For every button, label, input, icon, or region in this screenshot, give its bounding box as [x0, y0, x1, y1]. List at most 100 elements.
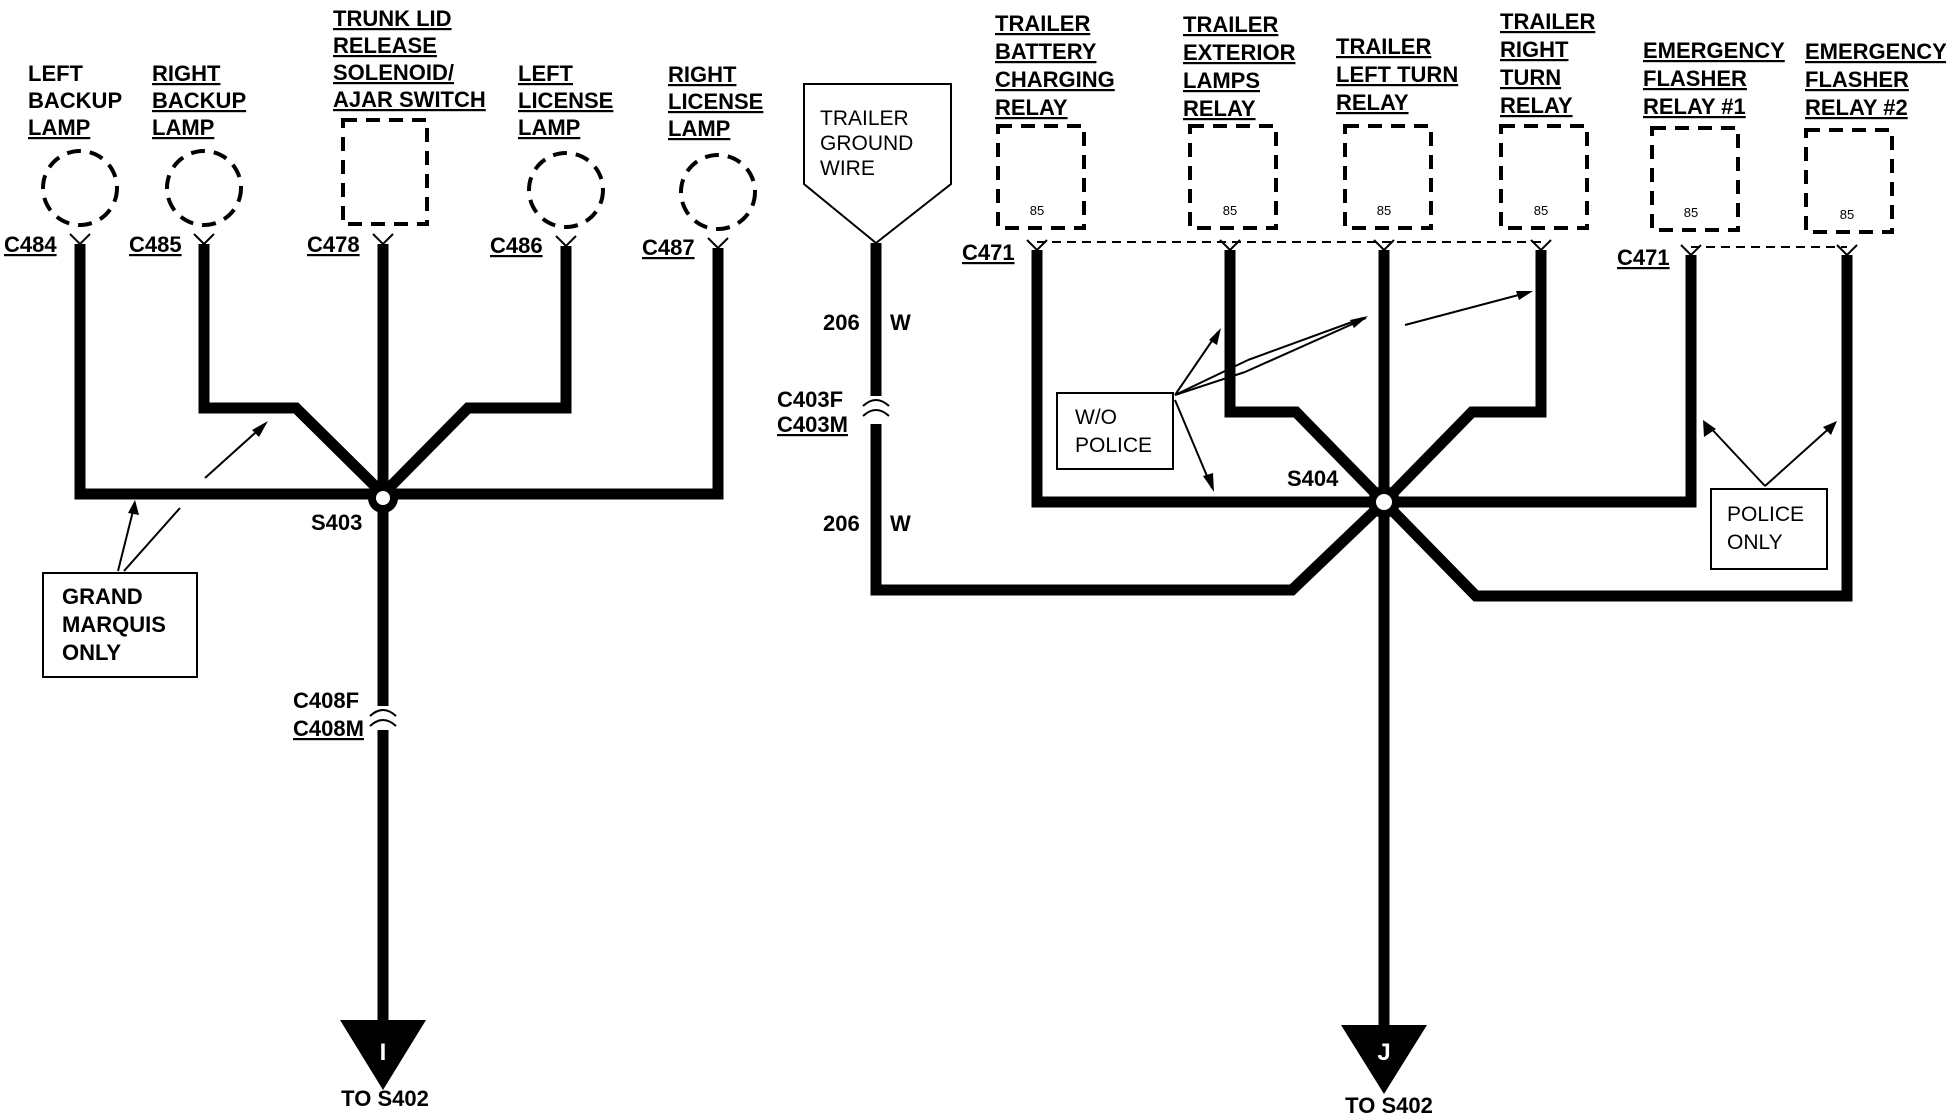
relay-label-line: LAMPS: [1183, 68, 1260, 93]
relay-symbol: [1804, 128, 1894, 234]
relay-symbol: [996, 124, 1086, 230]
note-line: POLICE: [1075, 434, 1152, 457]
wire-206-upper-label: 206 W: [823, 310, 911, 335]
relay-label-line: RELAY: [1183, 96, 1256, 121]
left-wires: [74, 244, 724, 1030]
component-label-line: BACKUP: [152, 88, 246, 113]
relay-label-line: BATTERY: [995, 39, 1097, 64]
component-label-line: RELEASE: [333, 33, 437, 58]
destination-label: TO S402: [1345, 1093, 1433, 1118]
connector-label: C487: [642, 235, 695, 260]
note-line: MARQUIS: [62, 612, 166, 637]
lamp-symbol: [165, 149, 243, 227]
note-line: GRAND: [62, 584, 143, 609]
police-only-note: POLICE ONLY: [1703, 420, 1837, 570]
component-label-line: LICENSE: [668, 89, 763, 114]
relay-pin: 85: [1377, 203, 1391, 218]
relay-symbol: [1499, 124, 1589, 230]
relay-label-line: RELAY #1: [1643, 94, 1746, 119]
inline-connector-c408: C408F C408M: [293, 688, 397, 741]
component-label-line: LEFT: [518, 61, 574, 86]
relay-label-line: TRAILER: [1336, 34, 1431, 59]
relay-label-line: RELAY: [1500, 93, 1573, 118]
relay-pin: 85: [1223, 203, 1237, 218]
relay-label-line: RELAY: [995, 95, 1068, 120]
connector-label: C484: [4, 232, 57, 257]
wire-color: W: [890, 511, 911, 536]
connector-label: C408F: [293, 688, 359, 713]
note-line: ONLY: [1727, 531, 1783, 554]
note-line: ONLY: [62, 640, 121, 665]
relay-label-line: EXTERIOR: [1183, 40, 1296, 65]
component-label-line: LICENSE: [518, 88, 613, 113]
relay-label-line: TRAILER: [1500, 9, 1595, 34]
connector-label: C403M: [777, 412, 848, 437]
circuit-number: 206: [823, 511, 860, 536]
component-label-line: BACKUP: [28, 88, 122, 113]
arrow-letter: J: [1377, 1039, 1390, 1066]
ground-arrow-j: J TO S402: [1341, 1025, 1433, 1118]
relay-label-line: EMERGENCY: [1643, 38, 1785, 63]
note-line: POLICE: [1727, 503, 1804, 526]
relay-label-line: TRAILER: [995, 11, 1090, 36]
splice-s403: S403: [311, 483, 398, 535]
component-label-line: SOLENOID/: [333, 60, 454, 85]
ground-wire-label-line: TRAILER: [820, 107, 909, 130]
relay-label-line: TRAILER: [1183, 12, 1278, 37]
relay-label-line: RELAY: [1336, 90, 1409, 115]
relay-label-line: CHARGING: [995, 67, 1115, 92]
component-label-line: LAMP: [668, 116, 730, 141]
component-label-line: RIGHT: [668, 62, 737, 87]
ground-arrow-i: I TO S402: [340, 1020, 429, 1111]
ground-wire-label-line: GROUND: [820, 132, 913, 155]
lamp-symbol: [41, 149, 119, 227]
switch-symbol: [341, 118, 429, 226]
note-line: W/O: [1075, 406, 1117, 429]
lamp-symbol: [679, 153, 757, 231]
relay-symbol: [1188, 124, 1278, 230]
connector-label: C408M: [293, 716, 364, 741]
connector-label: C403F: [777, 387, 843, 412]
wo-police-note: W/O POLICE: [1056, 291, 1533, 492]
connector-label: C485: [129, 232, 182, 257]
relay-symbol: [1343, 124, 1433, 230]
relay-label-line: EMERGENCY: [1805, 39, 1946, 64]
connector-label: C471: [1617, 245, 1670, 270]
ground-wire-label-line: WIRE: [820, 157, 875, 180]
trailer-exterior-lamps-relay: TRAILER EXTERIOR LAMPS RELAY 85: [1183, 12, 1296, 230]
wire-206-lower-label: 206 W: [823, 511, 911, 536]
relay-pin: 85: [1030, 203, 1044, 218]
component-label-line: AJAR SWITCH: [333, 87, 486, 112]
trailer-battery-charging-relay: TRAILER BATTERY CHARGING RELAY 85: [995, 11, 1115, 230]
relay-pin: 85: [1684, 205, 1698, 220]
component-label-line: LAMP: [28, 115, 90, 140]
relay-label-line: RELAY #2: [1805, 95, 1908, 120]
destination-label: TO S402: [341, 1086, 429, 1111]
component-label-line: LEFT: [28, 61, 84, 86]
connector-c471-outline: C471 C471: [962, 240, 1847, 270]
component-label-line: LAMP: [518, 115, 580, 140]
